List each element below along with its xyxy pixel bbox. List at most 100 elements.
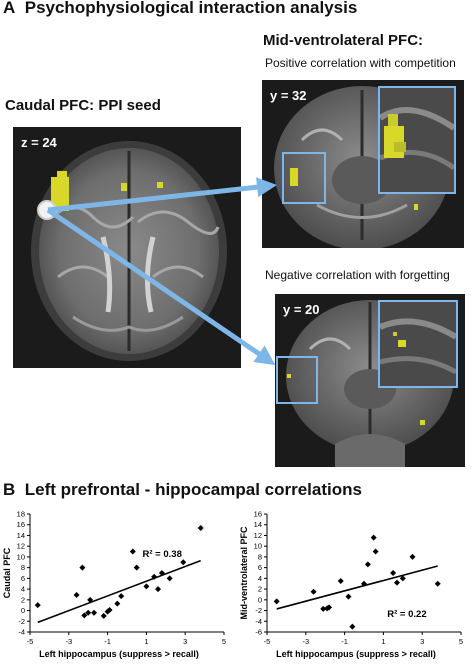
x-tick-label: 5 [222,637,226,646]
y-tick-label: 16 [254,510,262,519]
data-point [337,578,344,585]
panel-a-title: Psychophysiological interaction analysis [24,0,358,17]
bottom-zoom-activation [398,340,406,347]
data-point [273,598,280,605]
r-squared-annotation: R² = 0.38 [143,549,182,560]
data-point [349,623,356,630]
y-tick-label: 0 [21,606,25,615]
panel-b-letter: B [3,480,16,499]
bottom-activation [287,374,291,378]
y-tick-label: 18 [17,510,25,519]
axial-slice-label: z = 24 [21,135,57,150]
data-point [104,608,111,615]
data-point [370,534,377,541]
data-point [158,570,165,576]
y-tick-label: 6 [21,574,25,583]
data-point [155,586,162,593]
y-tick-label: -2 [18,617,25,626]
panel-b-heading: B Left prefrontal - hippocampal correlat… [3,480,362,500]
x-tick-label: -3 [65,637,72,646]
x-tick-label: 1 [381,637,385,646]
r-squared-annotation: R² = 0.22 [387,609,426,620]
x-tick-label: 1 [144,637,148,646]
y-tick-label: 4 [21,585,25,594]
x-tick-label: -3 [302,637,309,646]
data-point [393,579,400,586]
data-point [364,561,371,568]
bottom-slice-label: y = 20 [283,302,320,317]
data-point [87,596,94,603]
data-point [114,600,121,607]
panel-b-title: Left prefrontal - hippocampal correlatio… [24,480,362,499]
y-tick-label: 10 [254,542,262,551]
top-activation-small [414,204,418,210]
top-zoom-activation [388,114,398,128]
axial-activation-a [121,183,127,191]
data-point [81,612,88,619]
data-point [73,591,80,598]
top-zoom-image [380,107,454,171]
bottom-zoom-inset [378,300,458,388]
y-tick-label: 10 [17,552,25,561]
coronal-slice-bottom: y = 20 [275,294,465,467]
y-tick-label: 12 [254,531,262,540]
data-point [34,602,41,609]
data-point [372,548,379,555]
x-tick-label: -5 [27,637,34,646]
seed-label: Caudal PFC: PPI seed [5,97,161,114]
top-zoom-inset [378,86,456,194]
regression-line [37,559,202,624]
data-point [180,559,187,566]
data-point [85,609,92,616]
data-point [151,573,158,580]
data-point [118,593,125,600]
top-slice-label: y = 32 [270,88,307,103]
data-point [143,583,150,590]
data-point [197,524,204,531]
y-axis-label: Caudal PFC [2,547,12,598]
data-point [326,604,333,611]
y-tick-label: -4 [255,617,262,626]
data-point [310,588,317,595]
data-point [345,593,352,600]
data-point [100,612,107,619]
panel-a-heading: A Psychophysiological interaction analys… [3,0,357,18]
x-tick-label: 3 [183,637,187,646]
coronal-slice-top: y = 32 [262,80,464,248]
y-tick-label: 2 [21,595,25,604]
data-point [91,609,98,616]
y-tick-label: 4 [258,574,262,583]
x-axis-label: Left hippocampus (suppress > recall) [276,649,436,659]
y-tick-label: 0 [258,595,262,604]
y-tick-label: 2 [258,585,262,594]
bottom-caption: Negative correlation with forgetting [265,268,450,282]
x-tick-label: -1 [341,637,348,646]
bottom-small-box [276,356,318,404]
arrow-to-top-slice [47,177,277,213]
data-point [361,580,367,587]
axial-activation-b [157,182,163,188]
y-tick-label: 14 [254,520,262,529]
seed-activation-top [57,171,67,181]
top-caption: Positive correlation with competition [265,56,456,70]
data-point [129,548,136,555]
target-label: Mid-ventrolateral PFC: [263,32,424,49]
arrow-to-bottom-slice [46,207,276,366]
x-tick-label: 3 [420,637,424,646]
data-point [133,564,140,571]
data-point [166,575,173,582]
data-point [106,607,113,614]
regression-line [276,565,438,610]
x-tick-label: -1 [104,637,111,646]
data-point [320,605,327,612]
y-tick-label: 6 [258,563,262,572]
y-tick-label: 12 [17,542,25,551]
x-tick-label: 5 [459,637,463,646]
y-tick-label: 8 [21,563,25,572]
data-point [409,553,416,560]
data-point [79,564,86,571]
top-small-box [282,152,326,204]
y-tick-label: -4 [18,628,25,637]
